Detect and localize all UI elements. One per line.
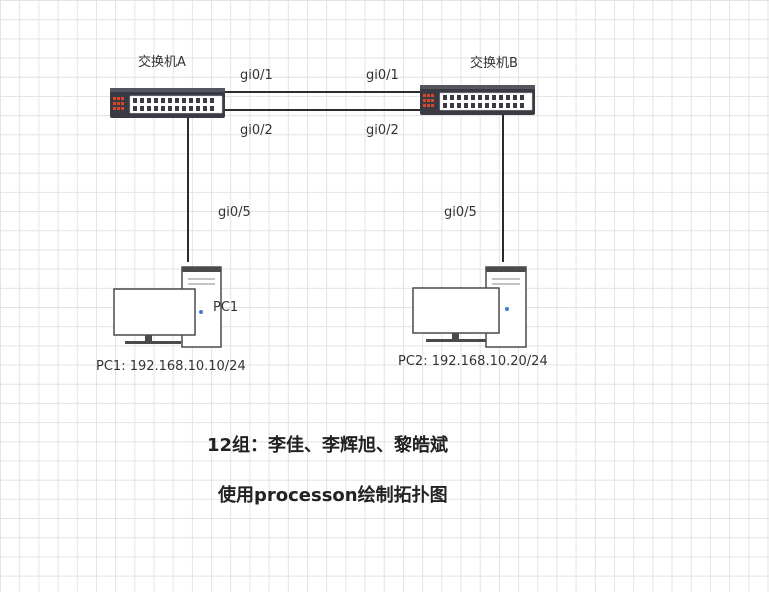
port-a-gi0-5-label: gi0/5	[218, 205, 251, 220]
pc2-address-label: PC2: 192.168.10.20/24	[398, 354, 548, 369]
pc1-address-label: PC1: 192.168.10.10/24	[96, 359, 246, 374]
port-a-gi0-1-label: gi0/1	[240, 68, 273, 83]
switch-a-label: 交换机A	[138, 55, 186, 70]
tool-note-title: 使用processon绘制拓扑图	[218, 485, 448, 506]
pc2-icon	[412, 266, 527, 348]
switch-b-icon	[420, 85, 535, 115]
port-b-gi0-2-label: gi0/2	[366, 123, 399, 138]
port-b-gi0-1-label: gi0/1	[366, 68, 399, 83]
switch-b-label: 交换机B	[470, 56, 518, 71]
pc1-label: PC1	[213, 300, 239, 315]
switch-a-icon	[110, 88, 225, 118]
port-b-gi0-5-label: gi0/5	[444, 205, 477, 220]
group-members-title: 12组：李佳、李辉旭、黎皓斌	[207, 435, 449, 456]
port-a-gi0-2-label: gi0/2	[240, 123, 273, 138]
pc1-icon	[113, 266, 222, 348]
